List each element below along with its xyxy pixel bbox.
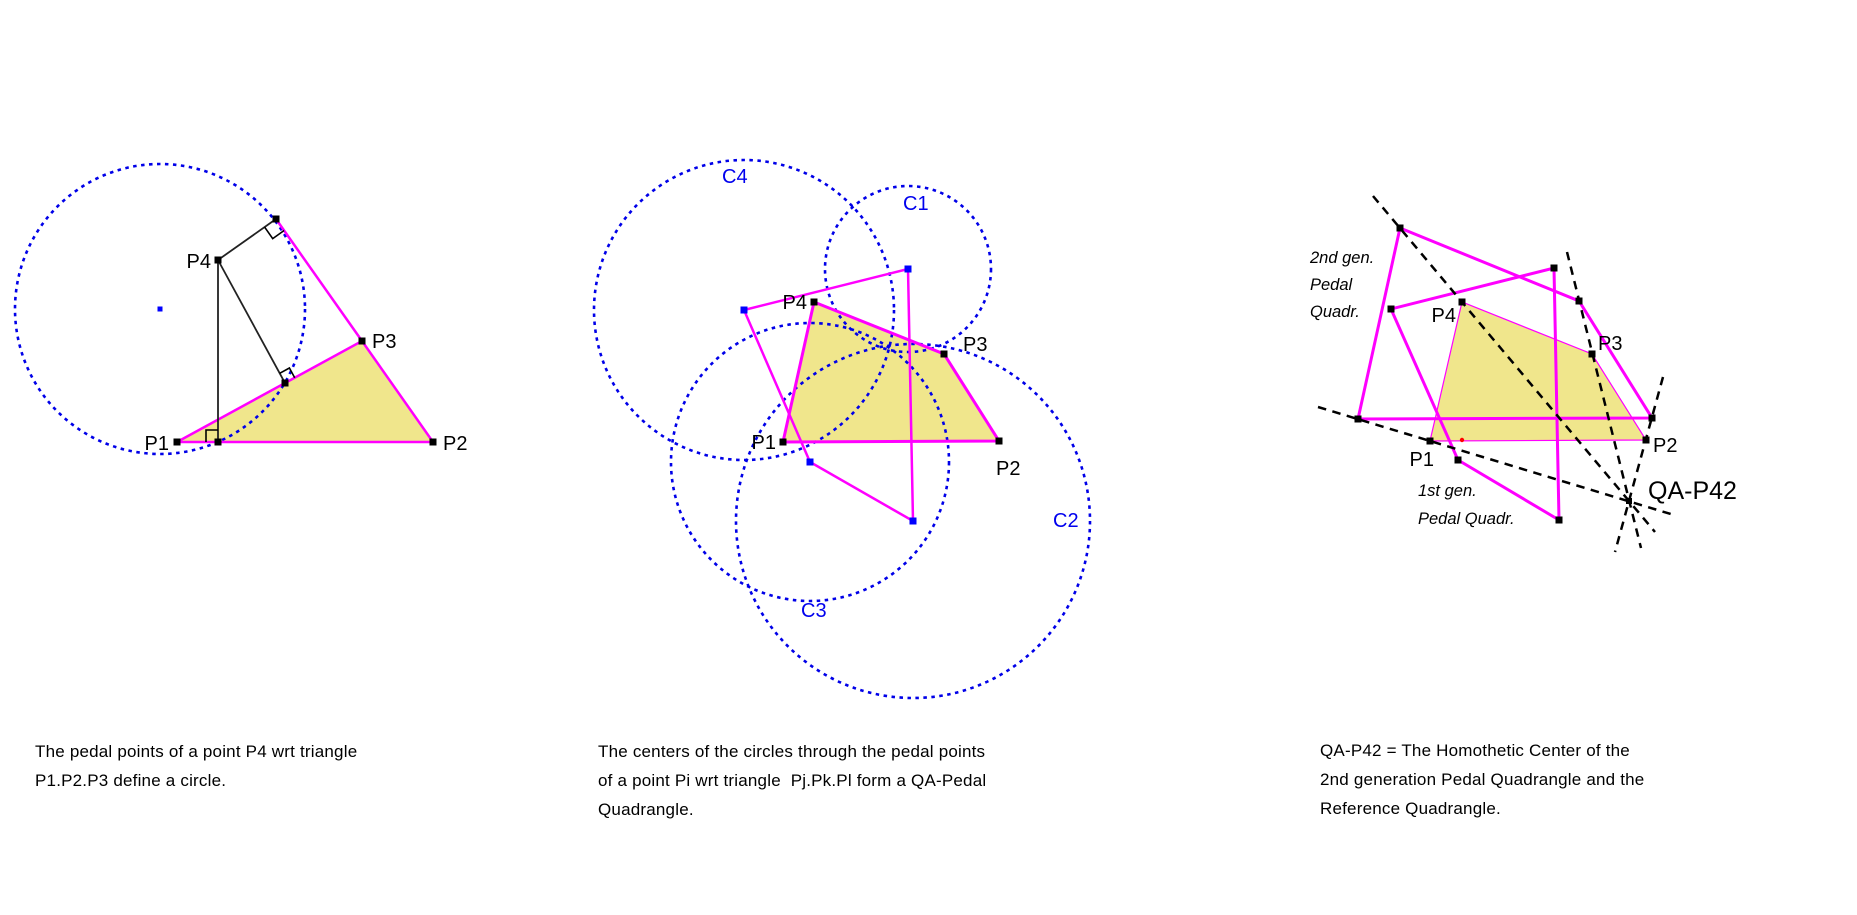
homothety-ray-p1 [1317,405,1675,517]
circle-c4-label: C4 [722,166,748,188]
pedal-point-f2-marker [281,379,289,387]
point-p4-label: P4 [783,292,807,314]
center-c4-marker [740,306,748,314]
point-p2-marker [995,437,1003,445]
right-angle-mark-f1 [205,429,218,442]
circle-center-marker [157,306,163,312]
panel1-caption-line1: The pedal points of a point P4 wrt trian… [35,742,358,761]
homothety-ray-p2 [1613,376,1665,553]
panel3-caption-line1: QA-P42 = The Homothetic Center of the [1320,741,1630,760]
second-gen-p1-marker [1354,415,1362,423]
panel2-caption-line1: The centers of the circles through the p… [598,742,986,761]
panel3-caption-line2: 2nd generation Pedal Quadrangle and the [1320,770,1645,789]
panel2-caption-line3: Quadrangle. [598,800,694,819]
point-p2-label: P2 [443,433,467,455]
point-p2-label: P2 [996,458,1020,480]
circle-c2 [734,342,1092,700]
red-dot-marker [1459,437,1465,443]
qa-p42-point-marker [1626,498,1632,504]
circle-c3 [669,321,951,603]
panel2-caption-line2: of a point Pi wrt triangle Pj.Pk.Pl form… [598,771,987,790]
pedal-point-f3-marker [272,215,280,223]
first-gen-vertex1-marker [1387,305,1395,313]
point-p3-marker [940,350,948,358]
panel3-caption: QA-P42 = The Homothetic Center of the 2n… [1320,736,1644,823]
second-gen-label-line1: 2nd gen. [1309,249,1374,267]
point-p3-label: P3 [1598,333,1622,355]
point-p2-label: P2 [1653,435,1677,457]
circle-c4 [592,158,896,462]
circle-c1 [823,184,993,354]
second-gen-label-line3: Quadr. [1310,303,1360,321]
point-p2-marker [1642,436,1650,444]
side-extension-p3-to-pedal [274,218,364,342]
center-c1-marker [904,265,912,273]
first-gen-label-line1: 1st gen. [1418,482,1477,500]
point-p1-label: P1 [145,433,169,455]
second-gen-p3-marker [1575,297,1583,305]
point-p4-label: P4 [187,251,211,273]
first-gen-label-line2: Pedal Quadr. [1418,510,1515,528]
triangle-p1-p2-p3 [176,339,436,444]
second-gen-p4-marker [1396,224,1404,232]
center-c3-marker [806,458,814,466]
pedal-circle [13,162,307,456]
homothety-ray-p4 [1372,195,1656,533]
point-p1-label: P1 [1410,449,1434,471]
first-gen-vertex4-marker [1454,456,1462,464]
point-p1-marker [779,438,787,446]
circle-c1-label: C1 [903,193,929,215]
panel3-caption-line3: Reference Quadrangle. [1320,799,1501,818]
first-gen-vertex2-marker [1550,264,1558,272]
panel2-caption: The centers of the circles through the p… [598,737,986,824]
panel1-pedal-circle-figure: P4 P1 P2 P3 [13,162,467,456]
first-gen-vertex3-marker [1555,516,1563,524]
reference-quadrangle-fill [1430,302,1646,441]
triangle-fill [177,341,433,442]
panel2-qa-pedal-quadrangle-figure: P4 P1 P3 P2 C4 C1 C3 C2 [592,158,1092,700]
circle-c3-label: C3 [801,600,827,622]
point-p1-marker [1426,437,1434,445]
point-p2-marker [429,438,437,446]
panel1-caption: The pedal points of a point P4 wrt trian… [35,737,357,795]
point-p4-label: P4 [1432,305,1456,327]
circle-c2-label: C2 [1053,510,1079,532]
point-p4-marker [214,256,222,264]
point-p1-label: P1 [752,432,776,454]
pedal-point-f1-marker [214,438,222,446]
qa-p42-label: QA-P42 [1648,477,1737,505]
point-p3-label: P3 [372,331,396,353]
point-p3-marker [1588,350,1596,358]
point-p1-marker [173,438,181,446]
second-gen-label-line2: Pedal [1310,276,1354,294]
point-p3-marker [358,337,366,345]
panel3-qa-p42-figure: P4 P3 P1 P2 QA-P42 2nd gen. Pedal Quadr.… [1309,195,1737,553]
center-c2-marker [909,517,917,525]
reference-quadrangle-fill [783,302,999,442]
perpendicular-p4-to-p1p3 [217,259,286,384]
second-gen-p2-marker [1648,414,1656,422]
right-angle-mark-f3 [263,226,285,240]
point-p4-marker [810,298,818,306]
perpendicular-p4-to-p2p3 [217,218,277,261]
right-angle-mark-f2 [279,366,296,379]
point-p4-marker [1458,298,1466,306]
panel1-caption-line2: P1.P2.P3 define a circle. [35,771,227,790]
point-p3-label: P3 [963,334,987,356]
